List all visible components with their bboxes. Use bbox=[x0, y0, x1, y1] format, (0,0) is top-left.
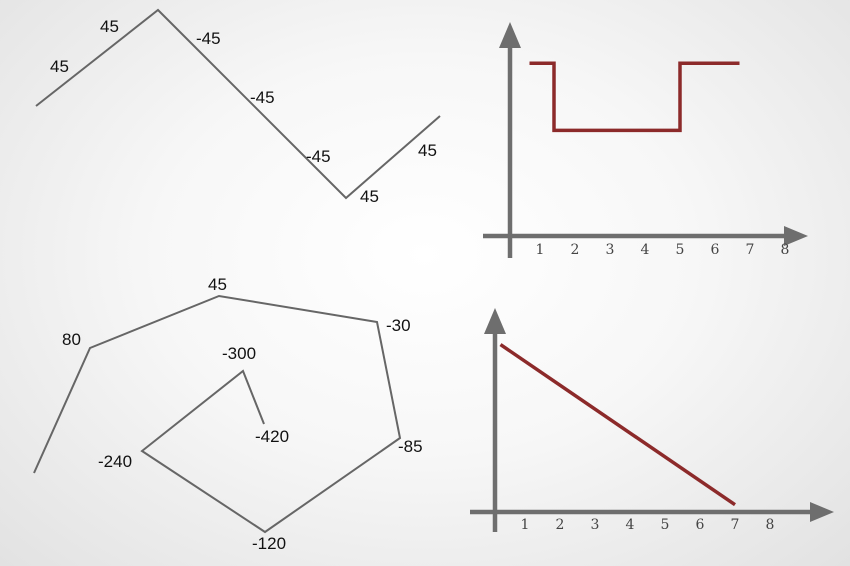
zigzag-label-1: 45 bbox=[50, 57, 69, 76]
spiral-label-7: -300 bbox=[222, 344, 256, 363]
x-tick-label: 7 bbox=[731, 517, 740, 533]
spiral-path bbox=[33, 294, 402, 534]
step-chart: 1 2 3 4 5 6 7 8 bbox=[483, 22, 808, 258]
zigzag-label-4: -45 bbox=[250, 88, 275, 107]
spiral-diagram: 80 45 -30 -85 -120 -240 -300 -420 bbox=[33, 275, 423, 553]
zigzag-path bbox=[35, 8, 441, 200]
spiral-label-8: -420 bbox=[255, 427, 289, 446]
x-tick-label: 2 bbox=[556, 517, 565, 533]
zigzag-label-7: 45 bbox=[418, 141, 437, 160]
x-axis-arrow bbox=[810, 502, 834, 522]
x-tick-label: 5 bbox=[676, 242, 685, 258]
spiral-label-1: 80 bbox=[62, 330, 81, 349]
series-line-1 bbox=[529, 61, 740, 133]
y-axis-arrow bbox=[484, 308, 506, 334]
x-tick-label: 8 bbox=[766, 517, 775, 533]
spiral-label-6: -240 bbox=[98, 452, 132, 471]
x-tick-label: 6 bbox=[696, 517, 705, 533]
x-tick-label: 2 bbox=[571, 242, 580, 258]
x-tick-label: 1 bbox=[521, 517, 530, 533]
x-tick-label: 7 bbox=[746, 242, 755, 258]
series-line-1 bbox=[499, 343, 736, 507]
spiral-label-2: 45 bbox=[208, 275, 227, 294]
x-axis-arrow bbox=[784, 226, 808, 246]
x-tick-label: 1 bbox=[536, 242, 545, 258]
spiral-label-4: -85 bbox=[398, 437, 423, 456]
spiral-label-5: -120 bbox=[252, 534, 286, 553]
y-axis-arrow bbox=[499, 22, 521, 48]
x-tick-label: 3 bbox=[591, 517, 600, 533]
zigzag-diagram: 45 45 -45 -45 -45 45 45 bbox=[35, 8, 441, 206]
zigzag-label-6: 45 bbox=[360, 187, 379, 206]
x-tick-label: 5 bbox=[661, 517, 670, 533]
spiral-label-3: -30 bbox=[386, 316, 411, 335]
linear-chart: 1 2 3 4 5 6 7 8 bbox=[470, 308, 834, 533]
x-tick-label: 6 bbox=[711, 242, 720, 258]
x-tick-label: 4 bbox=[626, 517, 635, 533]
zigzag-label-2: 45 bbox=[100, 17, 119, 36]
x-tick-label: 8 bbox=[781, 242, 790, 258]
x-tick-label: 4 bbox=[641, 242, 650, 258]
zigzag-label-3: -45 bbox=[196, 29, 221, 48]
x-tick-label: 3 bbox=[606, 242, 615, 258]
zigzag-label-5: -45 bbox=[306, 147, 331, 166]
